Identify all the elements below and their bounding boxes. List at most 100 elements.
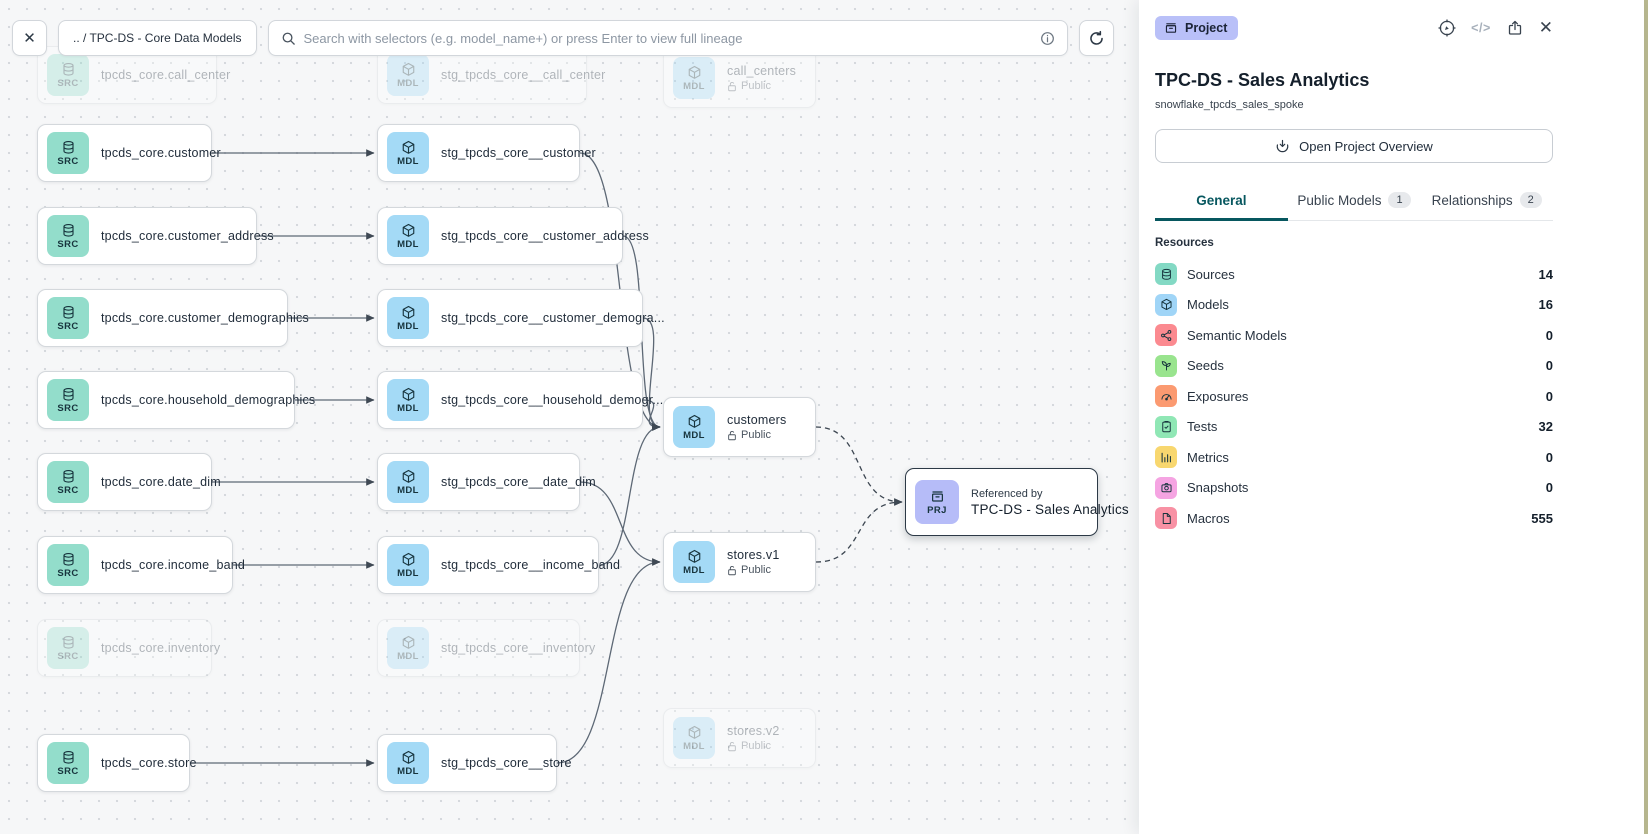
resource-count: 555 [1531,510,1553,526]
cube-icon [1155,293,1177,316]
unlock-icon [728,565,736,575]
resource-count: 0 [1545,358,1553,374]
node-type-label: SRC [57,320,79,332]
node-access-label: Public [741,429,771,441]
node-type-badge-mdl: MDL [387,379,429,421]
resource-count: 14 [1538,266,1553,282]
node-type-badge-mdl: MDL [673,541,715,583]
cube-icon [402,140,414,154]
node-text: stg_tpcds_core__store [441,756,571,770]
edge-mdl_date_dim-to-pub_stores_v1 [579,481,661,566]
seedling-icon [1155,354,1177,377]
explore-compass-button[interactable] [1438,19,1456,37]
node-type-label: MDL [683,429,705,441]
clipboard-check-icon [1155,415,1177,438]
node-label: tpcds_core.income_band [101,558,246,572]
node-label: tpcds_core.call_center [101,68,231,82]
code-view-button[interactable]: </> [1471,21,1491,35]
breadcrumb[interactable]: .. / TPC-DS - Core Data Models [58,20,257,56]
window-edge-strip [1644,0,1648,834]
lineage-node-src_customer_demographics[interactable]: SRC tpcds_core.customer_demographics [37,289,309,347]
node-text: tpcds_core.customer_address [101,229,274,243]
project-schema-subtitle: snowflake_tpcds_sales_spoke [1155,99,1304,111]
share-button[interactable] [1506,19,1524,37]
node-label: stg_tpcds_core__customer_address [441,229,649,243]
resource-count: 0 [1545,388,1553,404]
cube-icon [688,725,700,739]
node-access-row: Public [727,740,780,752]
node-type-badge-src: SRC [47,132,89,174]
close-panel-button[interactable]: ✕ [1538,18,1553,37]
node-type-badge-mdl: MDL [673,406,715,448]
node-text: tpcds_core.customer [101,146,221,160]
bar-chart-icon [1155,446,1177,469]
resource-label: Models [1187,297,1229,313]
node-label: call_centers [727,64,797,78]
node-text: tpcds_core.customer_demographics [101,311,309,325]
info-icon[interactable] [1040,31,1055,46]
lineage-edges-layer [190,149,903,767]
resource-row-seeds[interactable]: Seeds 0 [1155,351,1553,382]
node-text: tpcds_core.store [101,756,196,770]
node-type-label: SRC [57,650,79,662]
open-project-overview-button[interactable]: Open Project Overview [1155,129,1553,163]
cube-icon [402,387,414,401]
tab-label: Relationships [1431,192,1513,208]
lineage-node-mdl_inventory[interactable]: MDL stg_tpcds_core__inventory [377,619,596,677]
page-title: TPC-DS - Sales Analytics [1155,70,1370,90]
node-type-badge-mdl: MDL [673,57,715,99]
lineage-node-mdl_store[interactable]: MDL stg_tpcds_core__store [377,734,571,792]
database-icon [62,305,74,319]
node-type-label: MDL [683,740,705,752]
node-type-badge-mdl: MDL [387,627,429,669]
node-access-row: Public [727,429,786,441]
cube-icon [402,305,414,319]
node-text: stg_tpcds_core__customer_address [441,229,649,243]
lineage-node-src_customer[interactable]: SRC tpcds_core.customer [37,124,221,182]
node-label: stg_tpcds_core__inventory [441,641,596,655]
resource-label: Seeds [1187,358,1224,374]
close-lineage-button[interactable]: ✕ [12,20,47,56]
tab-label: Public Models [1297,192,1382,208]
node-label: stg_tpcds_core__customer_demogra... [441,311,665,325]
cube-icon [688,414,700,428]
tab-general[interactable]: General [1155,185,1288,221]
edge-pub_stores_v1-to-prj_sales [815,498,903,563]
search-input[interactable] [303,30,1032,46]
database-icon [62,223,74,237]
node-type-badge-mdl: MDL [387,54,429,96]
refresh-lineage-button[interactable] [1079,20,1114,56]
node-type-label: MDL [397,765,419,777]
